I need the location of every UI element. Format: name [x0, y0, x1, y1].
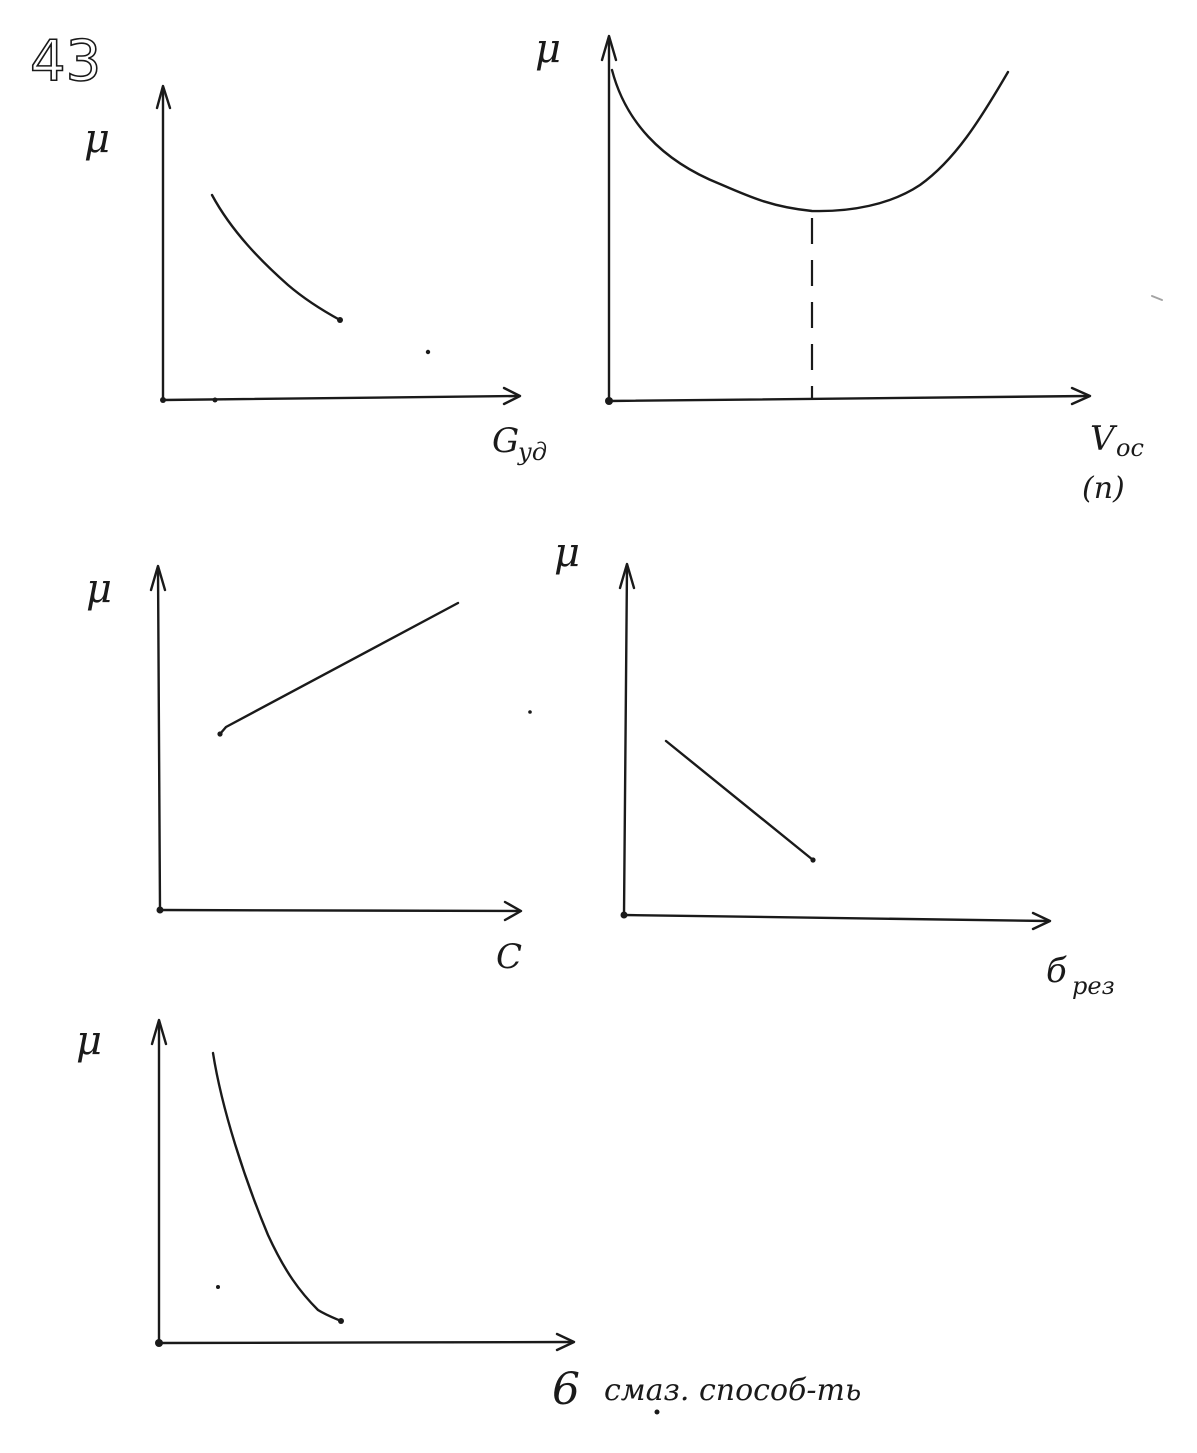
graph-4-x-arrow — [1031, 911, 1052, 931]
ink-speck — [425, 349, 431, 355]
graph-5-x-axis — [157, 1340, 574, 1345]
graph-4-x-label: б — [1046, 951, 1067, 991]
graph-3-curve-start — [217, 731, 223, 737]
graph-2-curve — [610, 68, 1010, 213]
graph-2-x-label-extra: (n) — [1082, 471, 1125, 506]
graph-3: μ C — [86, 564, 523, 977]
ink-speck — [528, 710, 532, 714]
graph-4-y-axis — [622, 564, 629, 917]
graph-5-y-arrow — [150, 1018, 168, 1046]
page-number: 43 — [30, 29, 101, 94]
graph-5-x-label-extra: смаз. способ-ть — [604, 1373, 861, 1408]
graph-4-y-label: μ — [554, 530, 580, 576]
graph-2-x-arrow — [1070, 386, 1092, 406]
graph-1-origin — [160, 397, 166, 403]
graph-5-x-arrow — [555, 1332, 576, 1352]
graph-5-y-label: μ — [76, 1018, 102, 1064]
graph-4-curve — [664, 739, 815, 862]
graph-5-curve — [211, 1051, 343, 1323]
graph-1-y-label: μ — [84, 116, 110, 162]
ink-speck — [216, 1285, 220, 1289]
graph-3-x-arrow — [503, 900, 523, 922]
graph-3-curve — [218, 601, 460, 736]
graph-5-x-label: 6 — [552, 1364, 580, 1415]
graph-4: μ б рез — [554, 530, 1115, 1000]
graph-4-y-arrow — [618, 562, 636, 590]
graph-2-y-label: μ — [535, 26, 561, 72]
graph-3-x-label: C — [496, 937, 522, 977]
graph-2-x-label-sub: oc — [1116, 434, 1144, 462]
graph-3-x-axis — [158, 908, 520, 913]
graph-1-x-label: G — [492, 421, 519, 461]
graph-4-origin — [620, 911, 628, 919]
ink-speck — [654, 1409, 660, 1415]
graph-1-x-arrow — [502, 386, 522, 406]
graph-1-tick — [212, 397, 218, 403]
graph-5-curve-end — [338, 1318, 344, 1324]
graph-1-curve-end — [337, 317, 343, 323]
graph-4-x-label-sub: рез — [1072, 972, 1115, 1000]
graph-3-y-label: μ — [86, 566, 112, 612]
graph-5-origin — [155, 1339, 163, 1347]
graph-3-origin — [156, 906, 164, 914]
graph-3-y-arrow — [149, 564, 167, 592]
graph-5: μ 6 смаз. способ-ть — [76, 1018, 861, 1415]
graph-2-origin — [605, 397, 613, 405]
graph-2-x-label: V — [1090, 419, 1118, 459]
graph-2-x-axis — [607, 394, 1090, 403]
graph-2: μ V oc (n) — [535, 26, 1144, 506]
graph-1-curve — [210, 193, 342, 322]
graph-1: μ G уд — [84, 84, 547, 466]
graph-1-x-axis — [161, 394, 520, 402]
graph-1-y-arrow — [155, 84, 172, 110]
paper-mark — [1151, 295, 1163, 301]
graph-4-x-axis — [622, 913, 1050, 923]
graph-3-y-axis — [156, 566, 162, 912]
graph-2-y-arrow — [600, 34, 618, 62]
graph-4-curve-end — [810, 857, 816, 863]
graph-1-x-label-sub: уд — [517, 438, 547, 466]
